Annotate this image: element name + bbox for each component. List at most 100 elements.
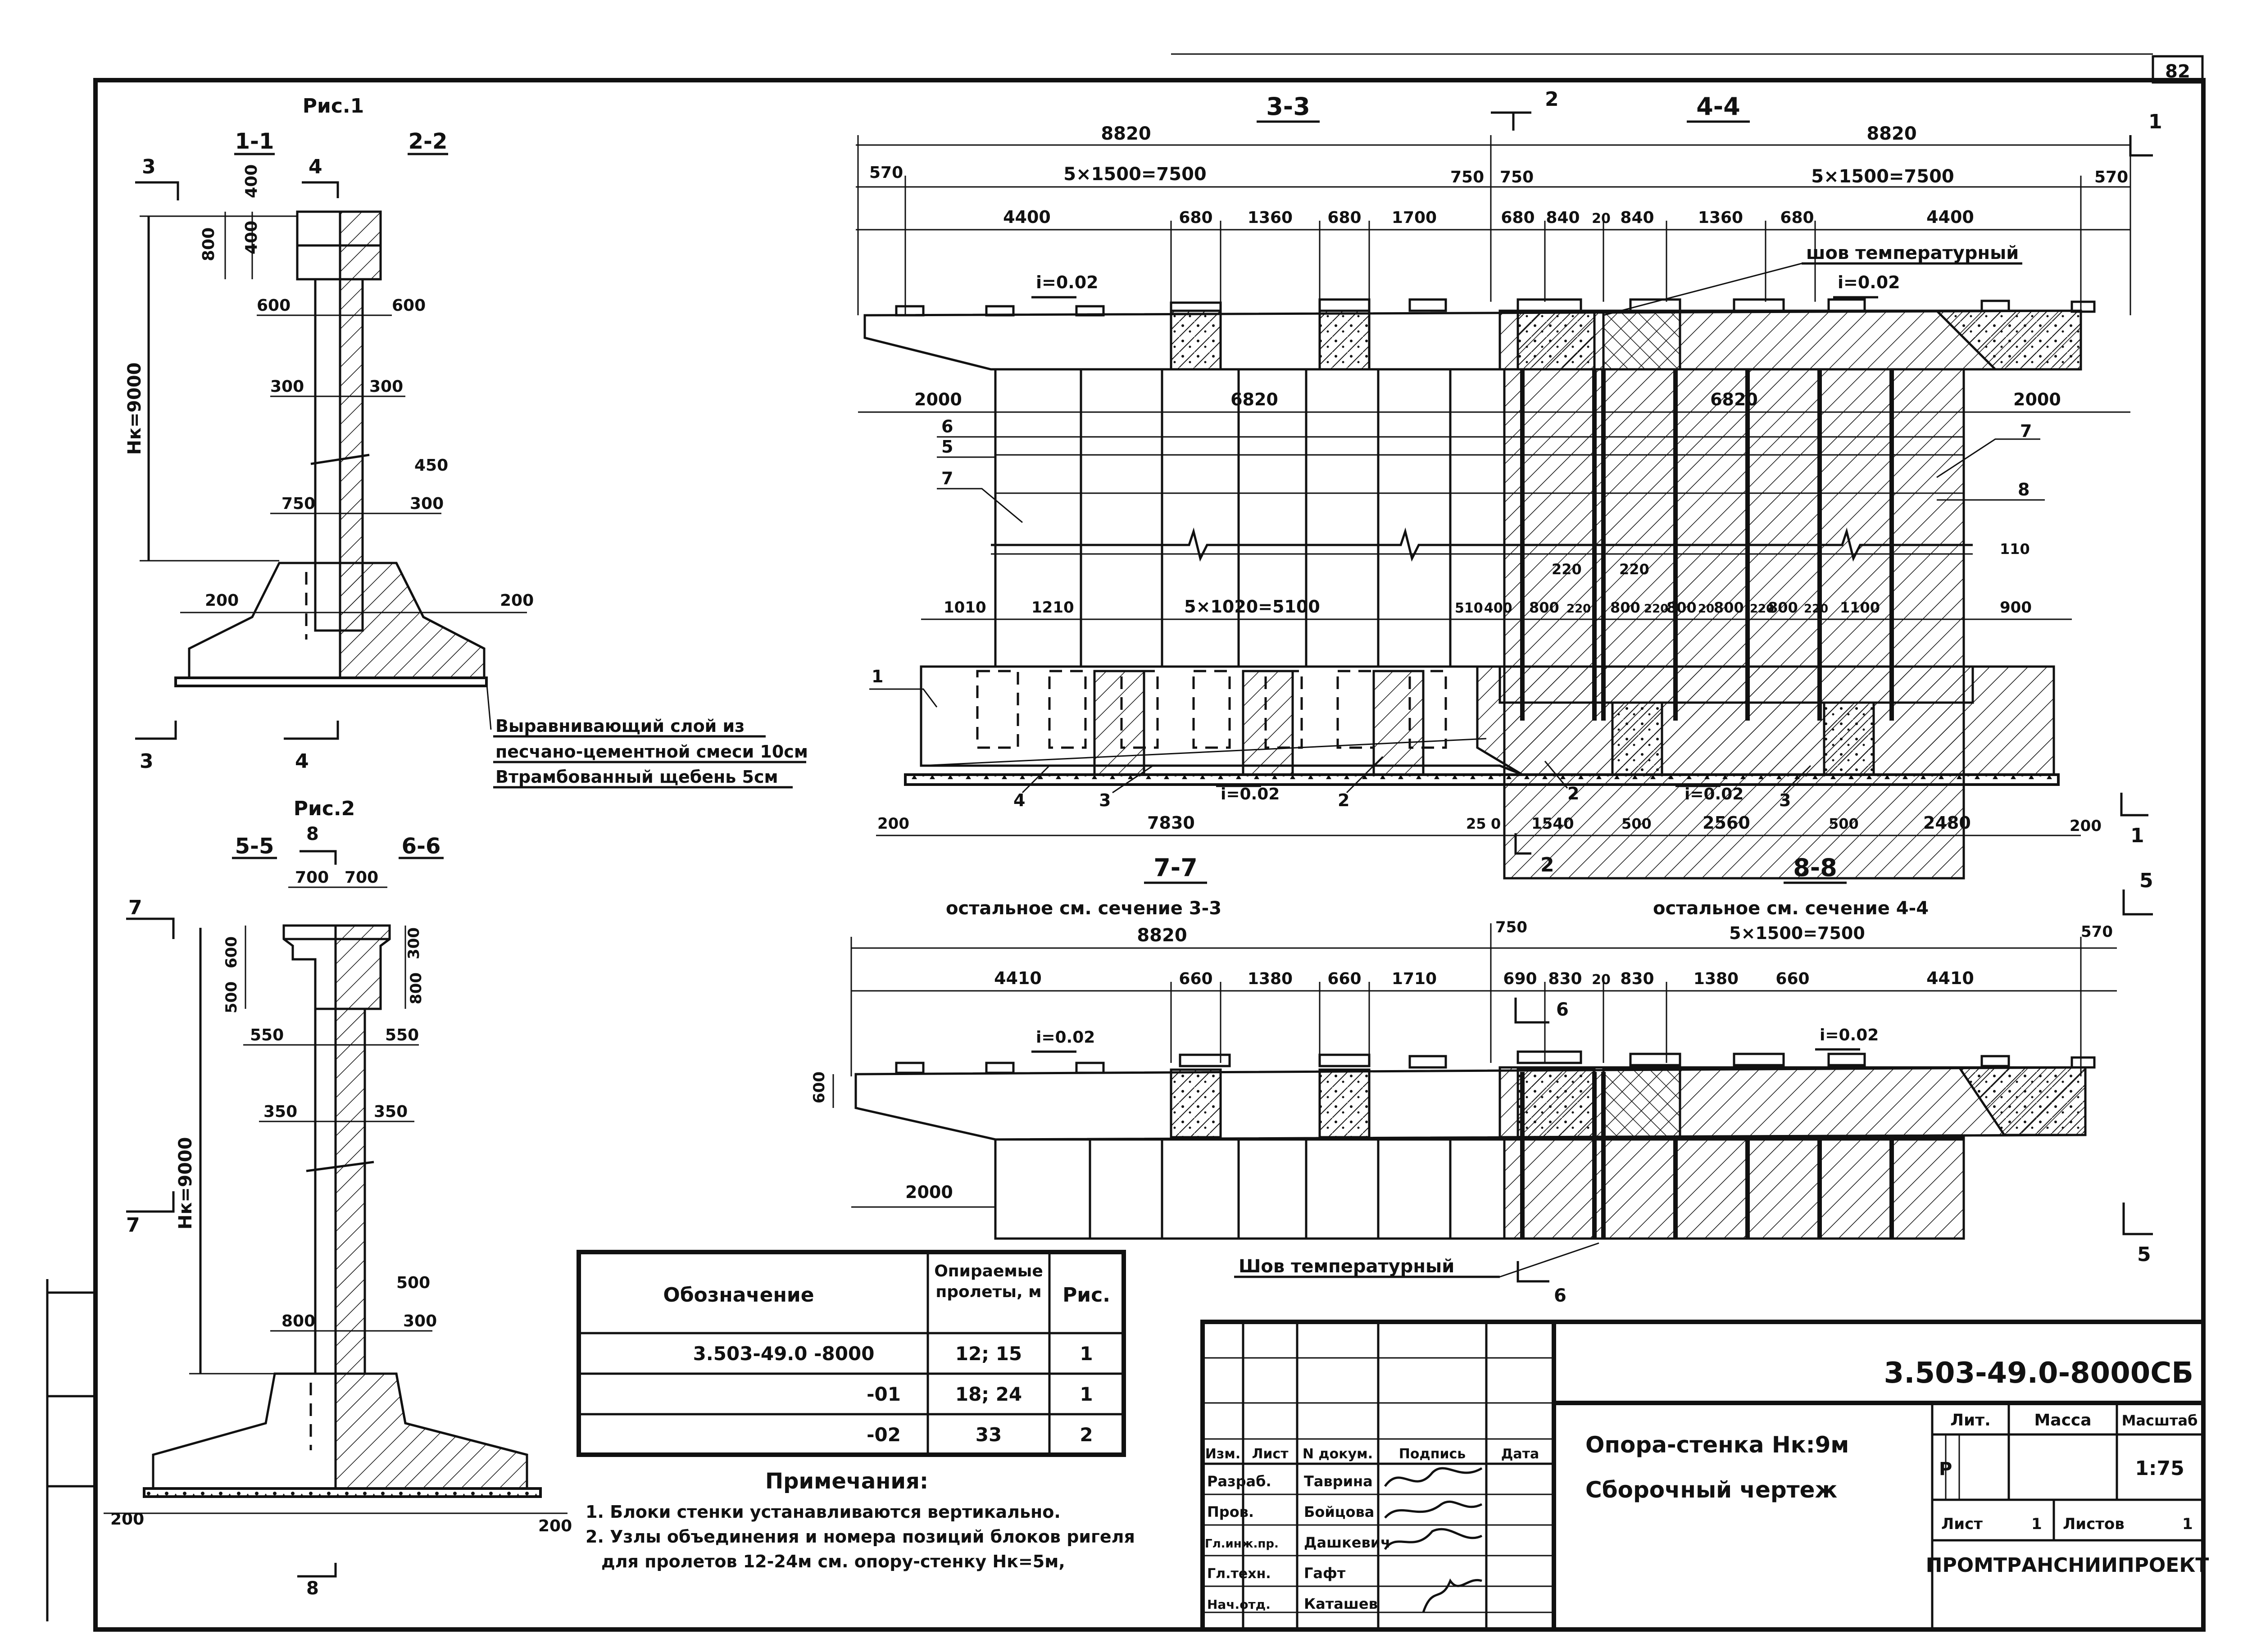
fig2-height-label: Hк=9000 (175, 1137, 196, 1230)
dim-220b: 220 (1619, 561, 1649, 578)
tb-name-gaft: Гафт (1304, 1565, 1346, 1582)
tb-role-razrab: Разраб. (1207, 1473, 1271, 1490)
fig2-dim-550r: 550 (385, 1026, 419, 1044)
fig2-dim-200r: 200 (538, 1517, 572, 1535)
dim-2000-77: 2000 (905, 1182, 953, 1202)
wall-block-lines-77 (1089, 1072, 1894, 1239)
section-7-7-8-8: 7-7 8-8 остальное см. сечение 3-3 осталь… (810, 853, 2153, 1306)
dim-row2-750b: 750 (1500, 168, 1534, 186)
tb-role-prov: Пров. (1207, 1503, 1254, 1520)
dim-row2-750a: 750 (1450, 168, 1484, 186)
title-7-7: 7-7 (1153, 853, 1198, 882)
notes: Примечания: 1. Блоки стенки устанавливаю… (586, 1469, 1135, 1571)
low-dim-4: 400 (1484, 600, 1512, 616)
low-dim-7: 800 (1610, 599, 1640, 616)
dim-570-88: 570 (2081, 923, 2113, 941)
tb-sheet-value: 1 (2031, 1515, 2042, 1533)
fig1-dim-400b: 400 (242, 221, 261, 254)
tb-col-ndoc: N докум. (1303, 1446, 1373, 1462)
low-dim-15: 1100 (1840, 599, 1880, 616)
sheet-number: 82 (2165, 61, 2190, 82)
bearing-pads (895, 298, 2096, 317)
dim-8820-right: 8820 (1866, 123, 1916, 144)
bottom-dim-0: 200 (877, 815, 909, 833)
dim77-0: 4410 (994, 968, 1042, 988)
dim-row3-3: 680 (1327, 209, 1361, 227)
dim-2000-right: 2000 (2013, 390, 2061, 409)
low-dims: 1010 1210 5×1020=5100 510 400 800 220 80… (944, 597, 2032, 617)
tb-designation: 3.503-49.0-8000СБ (1884, 1357, 2193, 1390)
dim77-9: 1380 (1694, 970, 1739, 988)
fig2-dim-550l: 550 (250, 1026, 284, 1044)
tb-col-list: Лист (1252, 1446, 1289, 1462)
fig1-height-label: Hк=9000 (124, 363, 145, 455)
extension-lines-77 (850, 923, 2082, 1076)
fig1-dim-400a: 400 (242, 164, 261, 198)
tb-sheets-label: Листов (2063, 1515, 2125, 1533)
fig1-dim-750: 750 (282, 495, 315, 513)
low-dim-14: 220 (1804, 602, 1828, 616)
frame: 82 (46, 53, 2206, 1632)
tb-sheet-label: Лист (1941, 1515, 1983, 1533)
tb-name-line1: Опора-стенка Hк:9м (1585, 1432, 1849, 1458)
bedding-note-line1: Выравнивающий слой из (495, 716, 745, 736)
title-3-3: 3-3 (1266, 92, 1310, 121)
dim-row3-77: 4410 660 1380 660 1710 690 830 20 830 13… (994, 968, 1974, 988)
tb-name-dashkevich: Дашкевич (1304, 1534, 1390, 1551)
low-dim-6: 220 (1566, 602, 1591, 616)
foundation-sockets (976, 670, 1875, 776)
fig1-dim-600l: 600 (257, 296, 291, 315)
fig2-mark-8-bottom: 8 (306, 1578, 319, 1599)
tb-role-nachotd: Нач.отд. (1207, 1597, 1271, 1612)
spec-row3-designation: -02 (867, 1424, 901, 1446)
section-3-3-4-4: 3-3 4-4 2 1 8820 8820 570 5×1500=7500 75… (856, 88, 2162, 880)
slope-right-top: i=0.02 (1838, 272, 1900, 292)
dim-6820-right: 6820 (1710, 390, 1758, 409)
mark-2-bottom: 2 (1540, 853, 1554, 876)
fig2-dim-800b: 800 (282, 1312, 315, 1330)
tb-sheets-value: 1 (2182, 1515, 2193, 1533)
fig1-mark-3-top: 3 (142, 155, 156, 178)
pos-1: 1 (872, 667, 883, 686)
spec-row1-spans: 12; 15 (955, 1343, 1022, 1365)
fig1-caption: Рис.1 (303, 95, 364, 118)
fig2-dim-350l: 350 (263, 1103, 297, 1121)
low-dim-1: 1210 (1031, 599, 1074, 617)
tb-role-gltehn: Гл.техн. (1207, 1566, 1271, 1582)
tb-col-sign: Подпись (1399, 1446, 1466, 1462)
dim-2000-left: 2000 (914, 390, 962, 409)
title-8-8: 8-8 (1793, 853, 1837, 882)
pos-2-left: 2 (1338, 790, 1349, 810)
spec-row1-fig: 1 (1080, 1343, 1093, 1365)
fig2-section-6-6: 6-6 (402, 834, 441, 859)
fig2-dim-300: 300 (405, 927, 423, 959)
pos-5: 5 (941, 437, 953, 457)
fig2-section-5-5: 5-5 (235, 834, 274, 859)
mark-5-bottom: 5 (2137, 1243, 2151, 1266)
dim-row2-span-left: 5×1500=7500 (1063, 164, 1207, 185)
spec-header-designation: Обозначение (663, 1284, 814, 1307)
title-4-4: 4-4 (1696, 92, 1740, 121)
tb-col-izm: Изм. (1205, 1446, 1240, 1462)
slope-left-top: i=0.02 (1036, 272, 1099, 292)
fig1-section-1-1: 1-1 (235, 129, 274, 154)
fig2-mark-8-top: 8 (306, 824, 319, 844)
pos-7-left: 7 (941, 468, 953, 488)
seam-label-top: шов температурный (1806, 243, 2019, 263)
dim-row3-5: 680 (1501, 209, 1535, 227)
low-dim-10: 20 (1698, 602, 1714, 616)
fig2-mark-7-bottom: 7 (126, 1214, 140, 1237)
tb-lit-label: Лит. (1950, 1411, 1991, 1430)
tb-name-tavrina: Таврина (1304, 1473, 1373, 1490)
signatures (1384, 1467, 1483, 1613)
low-dim-13: 800 (1768, 599, 1798, 616)
mark-5-top: 5 (2139, 869, 2153, 892)
fig1-dim-300b: 300 (410, 495, 444, 513)
bottom-dim-4: 1540 (1531, 815, 1574, 833)
slope-left-77: i=0.02 (1036, 1028, 1095, 1047)
dim77-8: 830 (1620, 970, 1654, 988)
pos-3-left: 3 (1099, 790, 1111, 810)
fig1-dim-800: 800 (200, 227, 218, 261)
